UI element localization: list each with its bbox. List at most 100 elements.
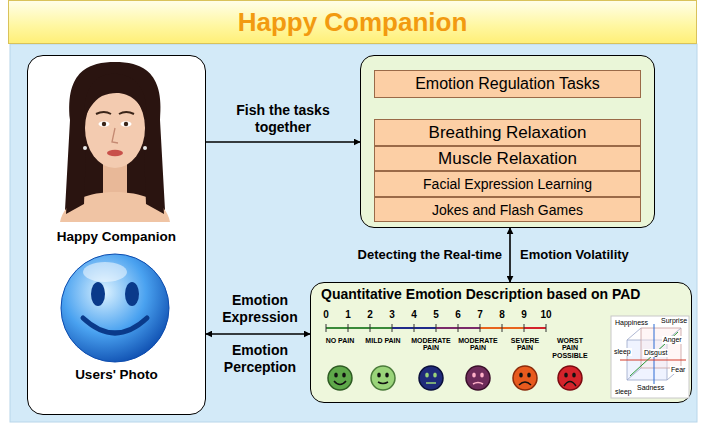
companion-avatar	[85, 88, 145, 168]
companion-avatar	[143, 146, 147, 150]
edge-label: Emotion Expression	[212, 292, 308, 326]
scale-number: 1	[340, 309, 356, 321]
companion-avatar	[102, 122, 106, 126]
pad-axis-label: Happiness	[614, 319, 649, 327]
companion-panel-text: Happy Companion	[28, 229, 205, 244]
pad-cube	[611, 316, 689, 398]
edge-label: Fish the tasks together	[212, 102, 354, 136]
smiley-photo	[61, 254, 169, 362]
pain-faces	[572, 373, 576, 378]
scale-number: 5	[428, 309, 444, 321]
pain-scale-line	[326, 327, 392, 329]
task-header-box: Emotion Regulation Tasks	[374, 70, 641, 98]
companion-avatar	[60, 62, 170, 222]
pain-scale-line	[326, 324, 327, 332]
pad-axis-label: Fear	[670, 366, 686, 374]
pain-faces	[385, 373, 389, 378]
pain-faces	[371, 366, 395, 390]
pain-faces	[328, 366, 582, 390]
pad-cube	[627, 328, 681, 380]
smiley-photo	[61, 254, 169, 362]
pain-scale-line	[524, 327, 546, 329]
pain-scale-line	[436, 324, 437, 332]
companion-panel: Happy CompanionUsers' Photo	[27, 55, 206, 415]
task-box: Facial Expression Learning	[374, 171, 641, 197]
pain-faces	[472, 373, 476, 378]
connector-arrow	[206, 141, 360, 143]
pain-faces	[419, 366, 443, 390]
pain-faces	[519, 373, 523, 378]
pain-faces	[433, 373, 437, 378]
companion-avatar	[121, 121, 132, 127]
connector-arrow	[206, 333, 310, 335]
companion-avatar	[112, 128, 118, 143]
pad-cube	[611, 316, 689, 398]
pad-axis-label: Surprise	[660, 317, 688, 325]
pain-scale-line	[546, 324, 547, 332]
task-label: Emotion Regulation Tasks	[415, 75, 600, 93]
task-group: Emotion Regulation TasksBreathing Relaxa…	[360, 55, 655, 228]
pain-level-label: NO PAIN	[318, 337, 362, 344]
pain-scale-line	[458, 324, 459, 332]
pain-scale-line	[392, 324, 393, 332]
title-bar: Happy Companion	[8, 0, 697, 44]
pain-faces	[328, 366, 352, 390]
connector-arrow	[509, 228, 511, 282]
pain-scale-line	[480, 327, 524, 329]
pain-scale-line	[414, 324, 415, 332]
smiley-photo	[83, 318, 147, 333]
pain-faces	[419, 366, 443, 390]
pad-cube	[654, 324, 655, 384]
pain-faces	[519, 382, 531, 385]
pain-faces	[377, 373, 381, 378]
pain-faces	[328, 366, 352, 390]
pad-axis-label: Sadness	[636, 384, 665, 392]
pain-faces	[513, 366, 537, 390]
task-box: Breathing Relaxation	[374, 119, 641, 146]
emotion-description-box: Quantitative Emotion Description based o…	[310, 282, 692, 403]
scale-number: 3	[384, 309, 400, 321]
pain-faces	[558, 366, 582, 390]
pain-faces	[378, 382, 388, 384]
pad-cube	[620, 360, 686, 361]
smiley-photo	[125, 282, 139, 306]
pain-level-label: MILD PAIN	[361, 337, 405, 344]
pain-faces	[334, 381, 346, 385]
task-label: Facial Expression Learning	[423, 176, 592, 192]
companion-avatar	[60, 192, 170, 222]
task-label: Muscle Relaxation	[438, 149, 577, 169]
pain-faces	[425, 373, 429, 378]
scale-number: 6	[450, 309, 466, 321]
task-label: Breathing Relaxation	[429, 123, 587, 143]
smiley-photo	[83, 262, 127, 282]
pain-faces	[527, 373, 531, 378]
pain-faces	[558, 366, 582, 390]
pain-level-label: WORST PAIN POSSIBLE	[548, 337, 592, 359]
pain-level-label: MODERATE PAIN	[456, 337, 500, 352]
companion-avatar	[84, 74, 146, 120]
pain-scale-line	[524, 324, 525, 332]
scale-number: 8	[494, 309, 510, 321]
pain-faces	[466, 366, 490, 390]
pad-cube	[627, 340, 667, 380]
pain-faces	[473, 383, 483, 385]
scale-number: 0	[318, 309, 334, 321]
pain-faces	[564, 382, 576, 387]
scale-number: 2	[362, 309, 378, 321]
scale-number: 10	[538, 309, 554, 321]
task-box: Muscle Relaxation	[374, 146, 641, 171]
task-box: Jokes and Flash Games	[374, 197, 641, 222]
flow-label: Emotion Perception	[212, 342, 308, 376]
scale-number: 7	[472, 309, 488, 321]
companion-avatar	[144, 138, 164, 214]
pain-scale-line	[370, 324, 371, 332]
pain-level-label: MODERATE PAIN	[409, 337, 453, 352]
pain-scale-line	[480, 324, 481, 332]
pad-axis-label: sleep	[613, 348, 632, 356]
pain-faces	[513, 366, 537, 390]
pain-faces	[466, 366, 490, 390]
companion-avatar	[83, 146, 87, 150]
diagram-title: Happy Companion	[238, 7, 468, 38]
companion-avatar	[124, 122, 128, 126]
